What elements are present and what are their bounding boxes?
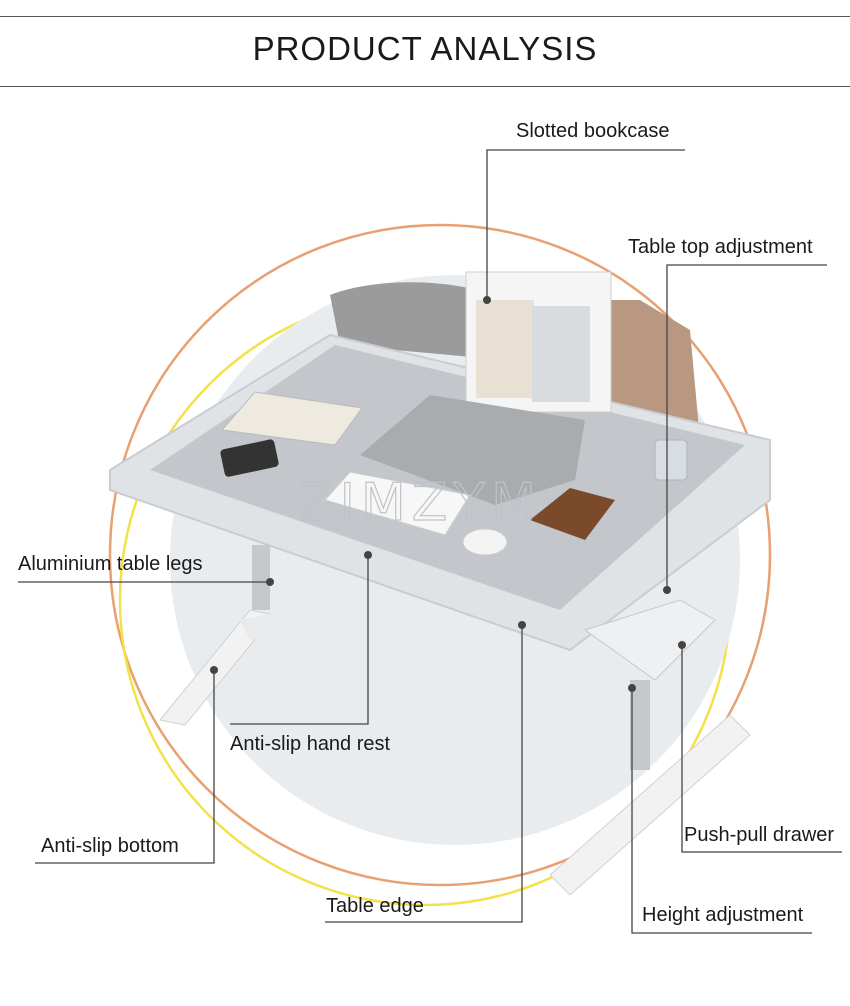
label-push-pull-drawer: Push-pull drawer	[684, 824, 835, 846]
sofa-cushion	[330, 282, 505, 360]
bookcase-page	[476, 300, 534, 398]
header-bottom-rule	[0, 86, 850, 87]
label-table-edge: Table edge	[326, 895, 424, 917]
keyboard	[324, 471, 471, 536]
open-book	[221, 391, 363, 446]
drawer	[583, 599, 716, 681]
mouse	[462, 528, 508, 556]
label-aluminium-table-legs: Aluminium table legs	[18, 553, 203, 575]
glass	[654, 439, 688, 481]
product-illustration: ZJMZYM	[108, 223, 772, 907]
header-top-rule	[0, 16, 850, 17]
label-height-adjustment: Height adjustment	[642, 904, 804, 926]
label-anti-slip-bottom: Anti-slip bottom	[41, 835, 179, 857]
leg-right	[630, 680, 650, 770]
label-anti-slip-hand-rest: Anti-slip hand rest	[230, 733, 391, 755]
notebook	[530, 488, 615, 540]
label-table-top-adjustment: Table top adjustment	[628, 236, 813, 258]
leg-left	[252, 545, 270, 610]
label-slotted-bookcase: Slotted bookcase	[516, 120, 670, 142]
watermark: ZJMZYM	[298, 473, 542, 533]
laptop	[360, 395, 585, 505]
phone	[220, 439, 279, 477]
bookcase-page	[532, 306, 590, 402]
page-title: PRODUCT ANALYSIS	[252, 30, 598, 67]
